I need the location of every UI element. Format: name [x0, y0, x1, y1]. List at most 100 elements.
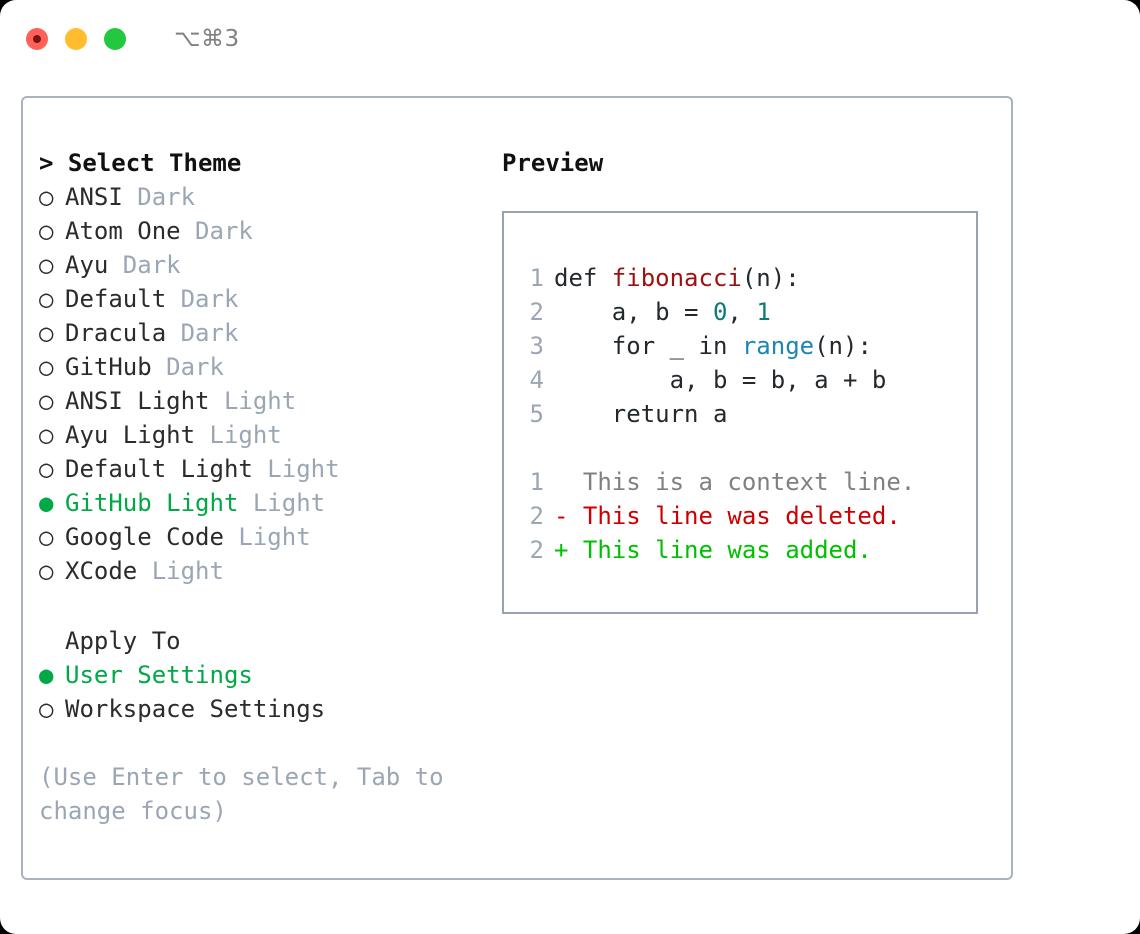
code-token-plain: (n): [741, 264, 800, 292]
line-number: 1 [529, 468, 544, 496]
theme-variant-tag: Light [137, 557, 224, 585]
theme-variant-tag: Dark [151, 353, 224, 381]
radio-unselected-icon: ○ [39, 353, 54, 381]
theme-option-label: Dracula [65, 319, 167, 347]
apply-to-section: Apply To ● User Settings ○ Workspace Settin… [39, 624, 489, 726]
theme-option[interactable]: ○ Ayu Dark [39, 248, 489, 282]
theme-option[interactable]: ○ Ayu Light Light [39, 418, 489, 452]
theme-option[interactable]: ○ Default Light Light [39, 452, 489, 486]
theme-option-label: Ayu [65, 251, 109, 279]
theme-variant-tag: Light [252, 455, 340, 483]
line-number: 3 [529, 332, 544, 360]
code-token-plain: def [554, 264, 612, 292]
theme-option-label: ANSI Light [65, 387, 210, 415]
line-number: 2 [529, 536, 544, 564]
apply-to-options[interactable]: ● User Settings ○ Workspace Settings [39, 658, 489, 726]
diff-text-add: + This line was added. [554, 536, 872, 564]
theme-option[interactable]: ○ GitHub Dark [39, 350, 489, 384]
line-number: 4 [529, 366, 544, 394]
radio-unselected-icon: ○ [39, 217, 54, 245]
code-token-builtin: range [741, 332, 815, 360]
diff-line: 2 - This line was deleted. [504, 499, 976, 533]
code-token-plain: return a [554, 400, 728, 428]
theme-variant-tag: Dark [166, 319, 239, 347]
diff-text-ctx: This is a context line. [554, 468, 916, 496]
theme-option-label: Ayu Light [65, 421, 196, 449]
theme-option[interactable]: ● GitHub Light Light [39, 486, 489, 520]
diff-sample: 1 This is a context line. 2 - This line wa… [504, 465, 976, 567]
diff-line: 2 + This line was added. [504, 533, 976, 567]
diff-line: 1 This is a context line. [504, 465, 976, 499]
radio-unselected-icon: ○ [39, 183, 54, 211]
close-button[interactable] [26, 28, 48, 50]
code-line: 2 a, b = 0, 1 [504, 295, 976, 329]
radio-selected-icon: ● [39, 661, 54, 689]
theme-variant-tag: Light [223, 523, 311, 551]
theme-option-label: GitHub [65, 353, 152, 381]
theme-option[interactable]: ○Default Dark [39, 282, 489, 316]
code-line: 4 a, b = b, a + b [504, 363, 976, 397]
theme-option[interactable]: ○ ANSI Light Light [39, 384, 489, 418]
theme-option[interactable]: ○ XCode Light [39, 554, 489, 588]
theme-option-label: ANSI [65, 183, 123, 211]
theme-variant-tag: Light [238, 489, 326, 517]
code-token-num: 0 [712, 298, 728, 326]
theme-picker-column: > Select Theme ○ANSI Dark○Atom One Dark○… [39, 146, 489, 828]
main-panel: > Select Theme ○ANSI Dark○Atom One Dark○… [21, 96, 1013, 880]
preview-label: Preview [502, 149, 604, 177]
radio-unselected-icon: ○ [39, 387, 54, 415]
theme-option[interactable]: ○Dracula Dark [39, 316, 489, 350]
radio-unselected-icon: ○ [39, 557, 54, 585]
line-number: 2 [529, 298, 544, 326]
apply-to-option-label: User Settings [65, 661, 253, 689]
theme-variant-tag: Dark [108, 251, 181, 279]
line-number: 1 [529, 264, 544, 292]
code-token-plain: , [727, 298, 757, 326]
minimize-button[interactable] [65, 28, 87, 50]
radio-unselected-icon: ○ [39, 695, 54, 723]
code-line: 5 return a [504, 397, 976, 431]
theme-option[interactable]: ○ Google Code Light [39, 520, 489, 554]
theme-variant-tag: Light [209, 387, 297, 415]
code-line: 1 def fibonacci(n): [504, 261, 976, 295]
code-spacer [504, 431, 976, 465]
theme-variant-tag: Dark [122, 183, 196, 211]
theme-variant-tag: Light [195, 421, 282, 449]
radio-unselected-icon: ○ [39, 455, 54, 483]
code-token-plain: a, b = [554, 298, 713, 326]
theme-option-label: XCode [65, 557, 138, 585]
apply-to-title: Apply To [65, 627, 181, 655]
apply-to-option-label: Workspace Settings [65, 695, 326, 723]
radio-unselected-icon: ○ [39, 421, 54, 449]
code-token-fn: fibonacci [611, 264, 742, 292]
line-number: 2 [529, 502, 544, 530]
apply-to-option[interactable]: ● User Settings [39, 658, 489, 692]
select-theme-header: > Select Theme [39, 149, 242, 177]
theme-variant-tag: Dark [166, 285, 239, 313]
zoom-button[interactable] [104, 28, 126, 50]
theme-option-label: Default Light [65, 455, 253, 483]
theme-option[interactable]: ○ Atom One Dark [39, 214, 489, 248]
keyboard-shortcut-label: ⌥⌘3 [174, 26, 240, 52]
title-bar: ⌥⌘3 [0, 0, 1140, 78]
keyboard-hint: (Use Enter to select, Tab to change focu… [39, 763, 459, 825]
code-token-plain: (n): [814, 332, 872, 360]
diff-text-del: - This line was deleted. [554, 502, 901, 530]
theme-option-label: Google Code [65, 523, 224, 551]
code-token-plain: for _ in [554, 332, 742, 360]
radio-selected-icon: ● [39, 489, 54, 517]
apply-to-option[interactable]: ○ Workspace Settings [39, 692, 489, 726]
code-token-plain: a, b = b, a + b [554, 366, 887, 394]
theme-option-label: Default [65, 285, 167, 313]
radio-unselected-icon: ○ [39, 523, 54, 551]
theme-list[interactable]: ○ANSI Dark○Atom One Dark○Ayu Dark○Defaul… [39, 180, 489, 588]
theme-option-label: Atom One [65, 217, 181, 245]
traffic-lights [26, 28, 126, 50]
theme-option[interactable]: ○ ANSI Dark [39, 180, 489, 214]
theme-option-label: GitHub Light [65, 489, 239, 517]
theme-variant-tag: Dark [180, 217, 253, 245]
radio-unselected-icon: ○ [39, 251, 54, 279]
